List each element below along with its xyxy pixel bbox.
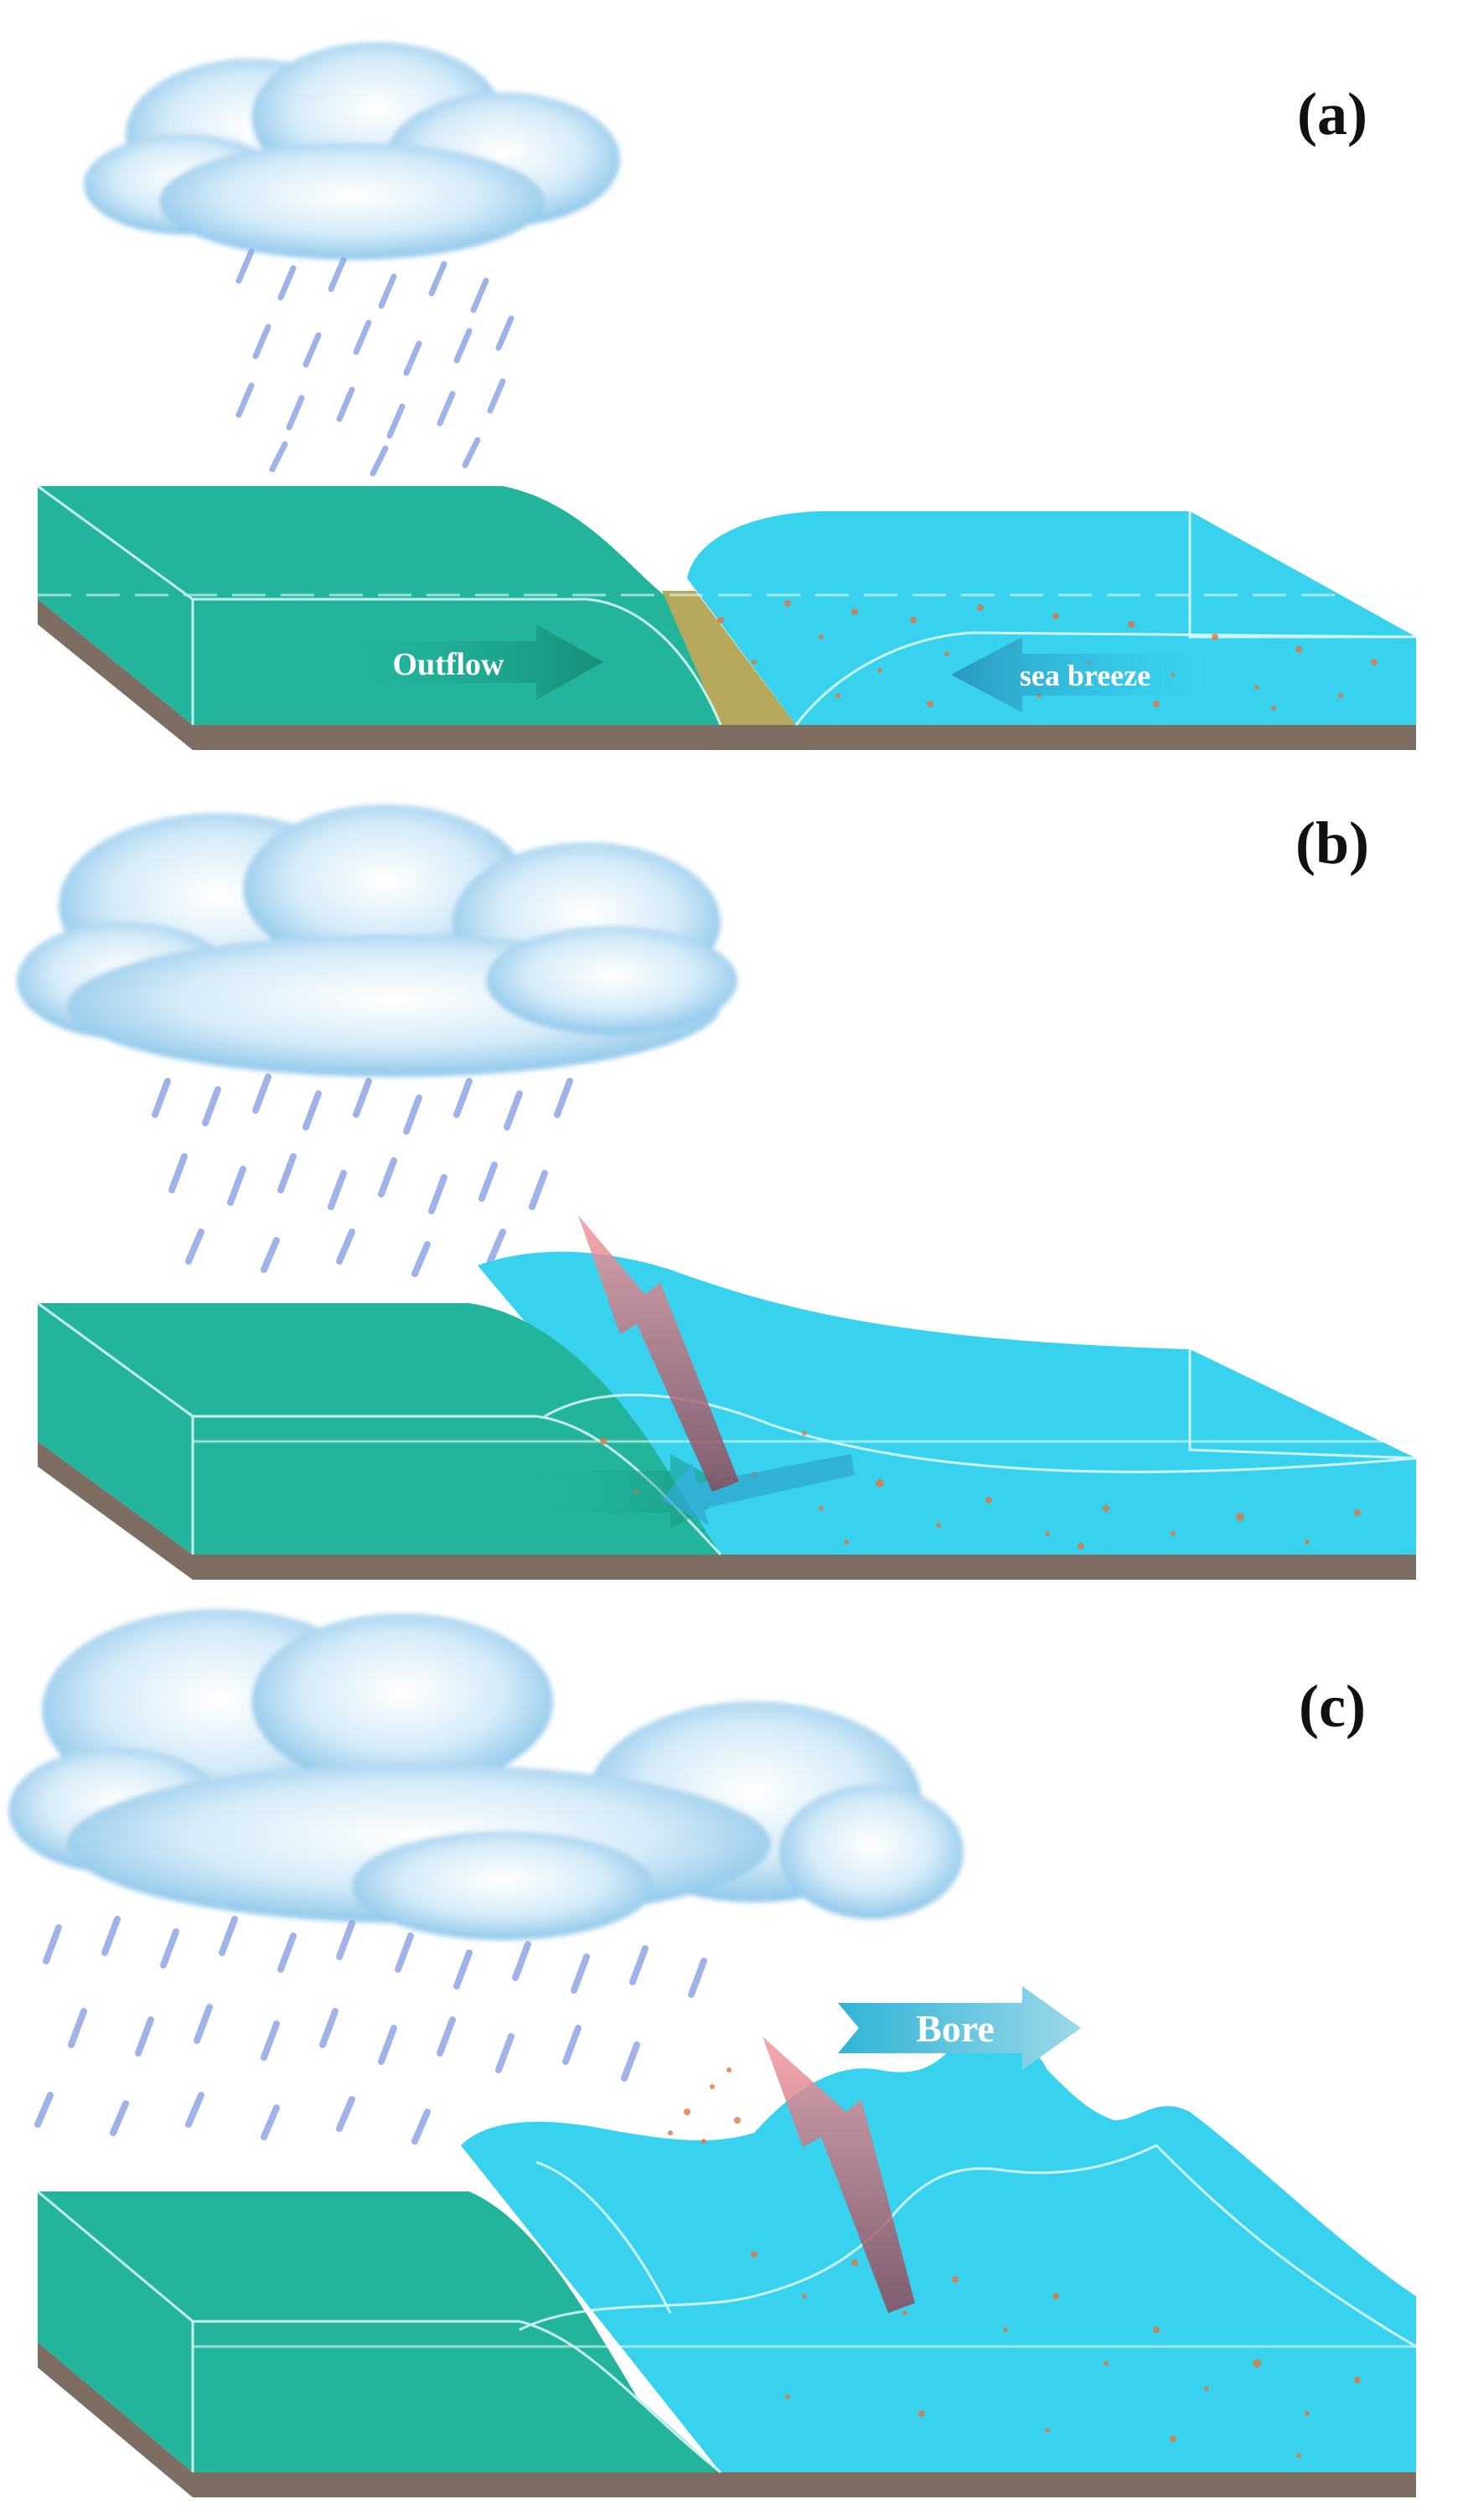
- sea-breeze-label: sea breeze: [1020, 659, 1150, 692]
- front-zone-a: [662, 591, 796, 725]
- cloud-a: [84, 42, 620, 260]
- lift-arrow-b: [578, 1215, 739, 1492]
- rain-b: [152, 1074, 573, 1277]
- sea-breeze-arrow: sea breeze: [951, 637, 1215, 712]
- panel-b: (b): [17, 805, 1417, 1580]
- panel-label-b: (b): [1295, 810, 1369, 877]
- aerosols-a: [717, 600, 1378, 711]
- outflow-arrow: Outflow: [318, 624, 603, 700]
- bore-label: Bore: [916, 2007, 995, 2050]
- convergence-arrows-b: [520, 1454, 855, 1529]
- panel-c: Bore (c): [8, 1609, 1417, 2497]
- outlines-a: [37, 484, 1417, 726]
- lift-arrow-c: [763, 2036, 915, 2313]
- ground-b: [38, 1441, 1416, 1580]
- rain-c: [34, 1916, 707, 2145]
- rain-a: [235, 248, 514, 477]
- outflow-body-c: [38, 2191, 721, 2472]
- ground-a: [38, 599, 1416, 750]
- ground-c: [38, 2342, 1416, 2497]
- outlines-b: [37, 1301, 1417, 1556]
- bore-arrow: Bore: [838, 1986, 1081, 2070]
- cloud-b: [17, 805, 737, 1077]
- panel-label-a: (a): [1297, 80, 1367, 147]
- outflow-label: Outflow: [393, 647, 505, 682]
- panel-label-c: (c): [1299, 1673, 1366, 1740]
- cloud-c: [8, 1609, 964, 1940]
- aerosols-c: [668, 2067, 1361, 2458]
- panel-a: Outflow sea breeze (a): [37, 42, 1417, 750]
- outlines-c: [37, 2144, 1417, 2474]
- bore-body-c: [461, 2032, 1416, 2472]
- sea-breeze-body-a: [687, 511, 1416, 725]
